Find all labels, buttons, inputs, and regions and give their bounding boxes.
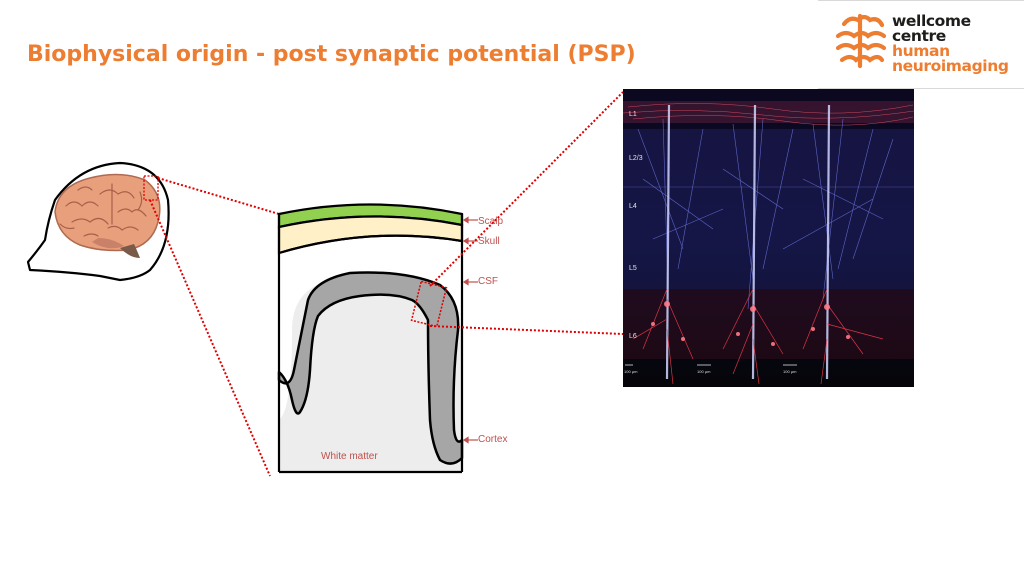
logo-text: wellcome centre human neuroimaging bbox=[892, 12, 1009, 75]
layer-label-l2-3: L2/3 bbox=[629, 155, 643, 162]
logo-line-2: centre bbox=[892, 27, 946, 45]
slide-title: Biophysical origin - post synaptic poten… bbox=[27, 42, 636, 67]
zoom-line-micro-bottom bbox=[429, 325, 624, 335]
cortical-column-micrograph: L1 L2/3 L4 L5 L6 100 µm 100 µm 100 µm bbox=[623, 89, 914, 387]
logo-line-4: neuroimaging bbox=[892, 57, 1009, 75]
logo-bottom-rule bbox=[818, 88, 1024, 89]
cortex-panel bbox=[277, 203, 464, 474]
label-pointers bbox=[462, 216, 478, 444]
skull-label: Skull bbox=[478, 236, 500, 247]
cortex-label: Cortex bbox=[478, 434, 507, 445]
logo-line-3: human bbox=[892, 42, 950, 60]
layer-label-l4: L4 bbox=[629, 203, 637, 210]
brain-icon bbox=[54, 173, 161, 258]
layer-label-l1: L1 bbox=[629, 111, 637, 118]
zoom-line-micro-top bbox=[429, 91, 624, 287]
scale-label-1: 100 µm bbox=[624, 369, 638, 374]
logo-line-1: wellcome bbox=[892, 12, 971, 30]
neuron-image bbox=[623, 89, 914, 387]
white-matter-label: White matter bbox=[321, 451, 378, 462]
layer-label-l6: L6 bbox=[629, 333, 637, 340]
layer-label-l5: L5 bbox=[629, 265, 637, 272]
white-matter-region bbox=[279, 275, 462, 472]
cortex-layer bbox=[277, 271, 464, 465]
zoom-line-bottom bbox=[149, 199, 271, 477]
logo-top-rule bbox=[818, 0, 1024, 1]
scalp-label: Scalp bbox=[478, 216, 503, 227]
cortex-zoom-box bbox=[410, 280, 448, 328]
scale-label-3: 100 µm bbox=[783, 369, 797, 374]
brain-logo-icon bbox=[835, 13, 887, 69]
wellcome-logo bbox=[832, 12, 1022, 80]
brain-zoom-box bbox=[143, 175, 159, 201]
zoom-line-top bbox=[157, 177, 280, 215]
csf-label: CSF bbox=[478, 276, 498, 287]
scale-label-2: 100 µm bbox=[697, 369, 711, 374]
